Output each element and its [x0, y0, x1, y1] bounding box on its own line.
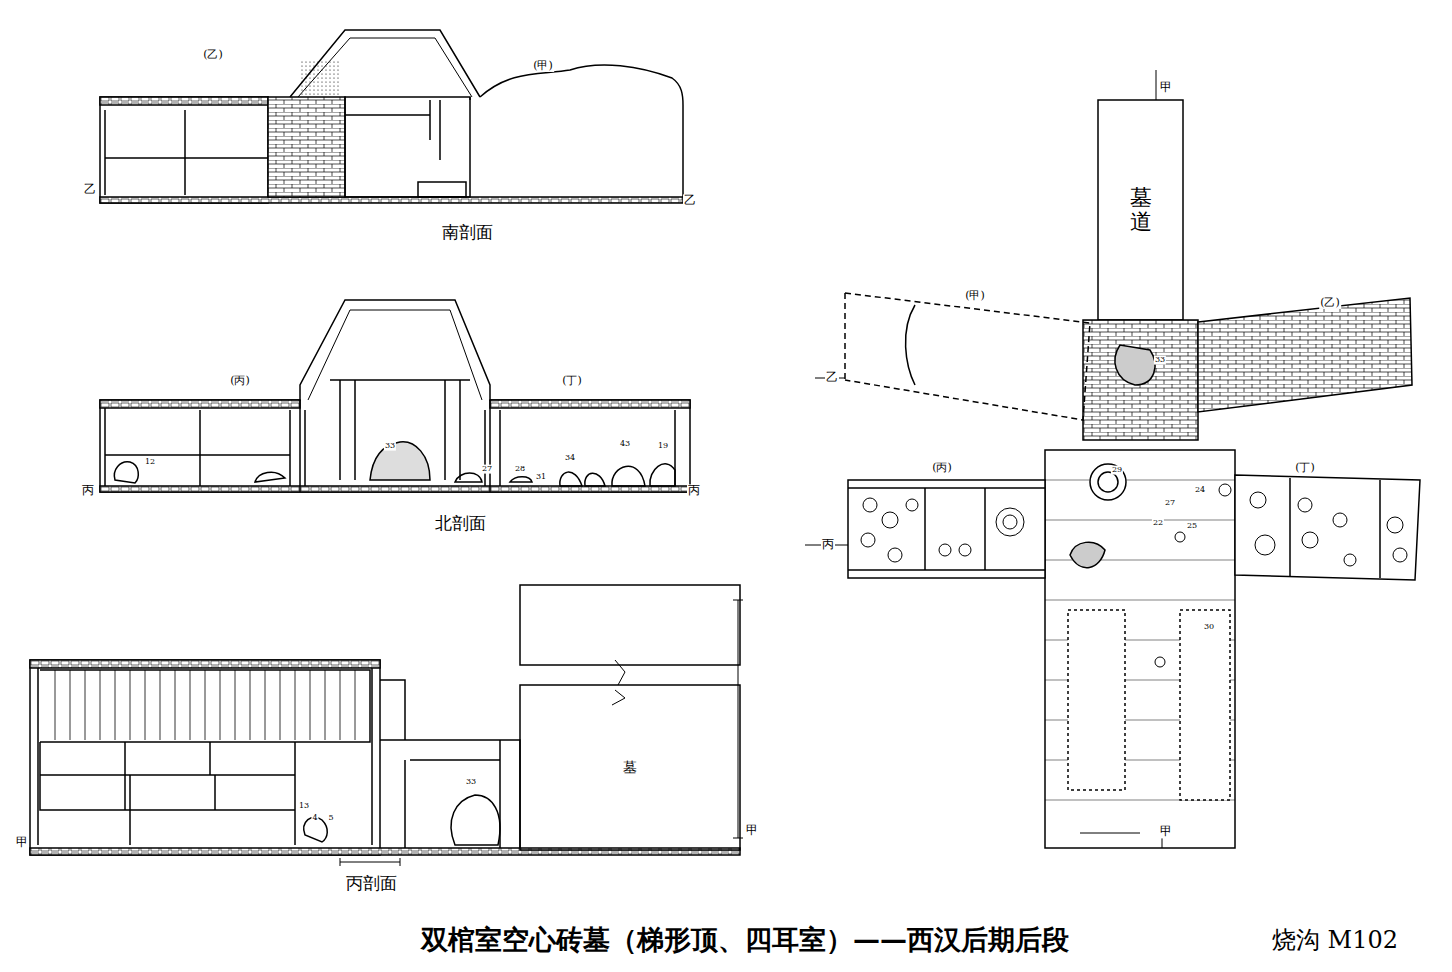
drawing-label: (丁): [1294, 462, 1316, 474]
drawing-label: 27: [1164, 499, 1176, 508]
drawing-label: 乙: [683, 194, 697, 207]
drawing-label: (乙): [1319, 297, 1341, 309]
drawing-label: 丙剖面: [345, 874, 398, 893]
drawing-label: (丁): [561, 375, 583, 387]
drawing-label: 南剖面: [441, 223, 494, 242]
drawing-label: 乙: [83, 183, 97, 196]
drawing-label: 27: [481, 465, 493, 474]
drawing-label: (乙): [202, 49, 224, 61]
drawing-label: 甲: [745, 824, 759, 837]
drawing-label: 28: [514, 465, 526, 474]
drawing-label: 乙: [825, 371, 839, 384]
chamber-label: 墓道: [1130, 186, 1152, 234]
drawing-label: 12: [144, 458, 156, 467]
drawing-label: (丙): [931, 462, 953, 474]
drawing-label: (甲): [532, 60, 554, 72]
drawing-label: 丙: [81, 484, 95, 497]
drawing-label: 22: [1152, 519, 1164, 528]
drawing-label: 5: [327, 814, 334, 823]
drawing-label: 25: [1186, 522, 1198, 531]
tomb-chamber: 墓道: [1099, 101, 1182, 319]
drawing-label: 29: [1111, 466, 1123, 475]
drawing-label: 甲: [1159, 81, 1173, 94]
drawing-label: 北剖面: [434, 514, 487, 533]
drawing-label: 4: [311, 814, 318, 823]
drawing-label: (甲): [964, 290, 986, 302]
drawing-label: 13: [298, 802, 310, 811]
drawing-label: 甲: [15, 836, 29, 849]
drawing-label: 31: [535, 473, 547, 482]
figure-caption: 双棺室空心砖墓（梯形顶、四耳室）——西汉后期后段: [420, 925, 1070, 955]
drawing-label: 19: [657, 442, 669, 451]
tomb-chamber: 墓: [521, 686, 739, 849]
drawing-label: 33: [465, 778, 477, 787]
drawing-label: 33: [384, 442, 396, 451]
drawing-label: 甲: [1159, 825, 1173, 838]
drawing-label: 33: [1154, 356, 1166, 365]
drawing-label: 丙: [821, 538, 835, 551]
drawing-label: 烧沟 M102: [1271, 927, 1399, 953]
drawing-label: 丙: [687, 484, 701, 497]
drawing-label: 30: [1203, 623, 1215, 632]
drawing-label: (丙): [229, 375, 251, 387]
drawing-label: 43: [619, 440, 631, 449]
drawing-label: 34: [564, 454, 576, 463]
chamber-label: 墓: [623, 759, 637, 777]
drawing-label: 24: [1194, 486, 1206, 495]
